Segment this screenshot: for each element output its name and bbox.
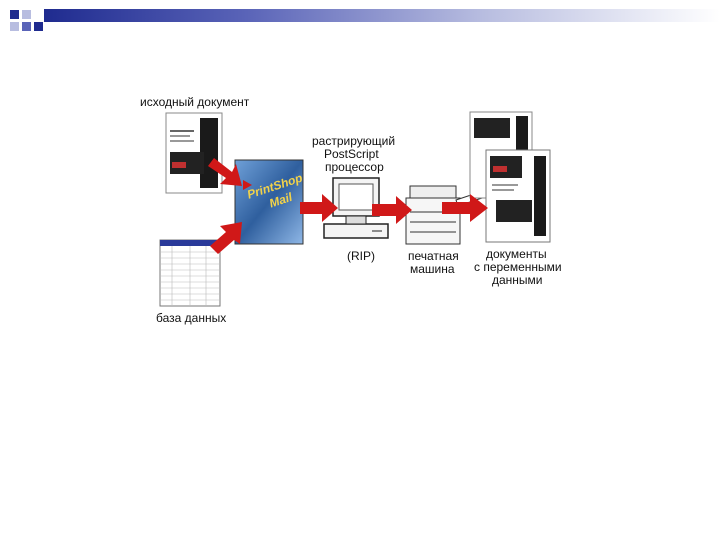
label-docs-line1: документы — [486, 247, 547, 261]
slide-header-bar — [0, 0, 720, 40]
header-gradient-line — [44, 9, 720, 22]
label-press-line2: машина — [410, 262, 455, 276]
database-spreadsheet-icon — [159, 239, 221, 307]
header-square-light — [22, 10, 31, 19]
source-document-icon — [165, 112, 223, 194]
label-database: база данных — [156, 311, 227, 325]
arrow-db-to-software — [210, 222, 242, 254]
label-source-document: исходный документ — [140, 95, 250, 109]
label-rip-line1: растрирующий — [312, 134, 396, 148]
header-square-dark-2 — [34, 22, 43, 31]
label-rip-line3: процессор — [325, 160, 384, 174]
label-docs-line3: данными — [492, 273, 543, 287]
header-square-mid — [22, 22, 31, 31]
header-square-light-2 — [10, 22, 19, 31]
printshop-mail-software-box: PrintShop Mail — [234, 159, 304, 245]
label-press-line1: печатная — [408, 249, 459, 263]
header-square-dark — [10, 10, 19, 19]
arrow-doc-to-software — [208, 158, 242, 186]
label-rip-line2: PostScript — [324, 147, 379, 161]
arrow-press-to-docs — [442, 194, 488, 222]
rip-computer-icon — [323, 177, 389, 239]
flow-arrows — [208, 158, 488, 254]
output-documents-icon — [469, 111, 551, 243]
label-docs-line2: с переменными — [474, 260, 562, 274]
arrow-rip-to-press — [372, 196, 412, 224]
arrow-software-to-rip — [300, 194, 338, 222]
label-rip-abbr: (RIP) — [347, 249, 375, 263]
